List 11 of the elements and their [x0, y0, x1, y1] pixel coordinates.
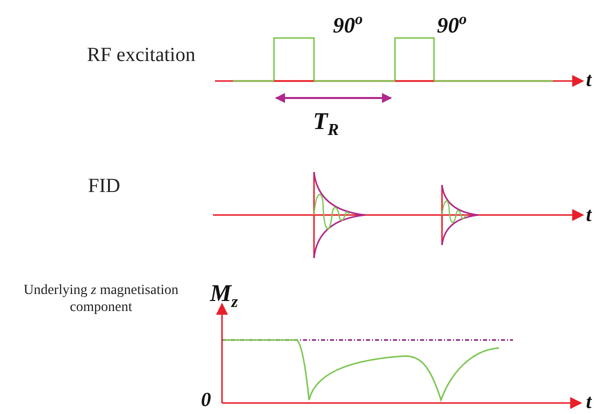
- axis-label: M$_{z}$: [210, 282, 238, 311]
- interval-label: T$_{R}$: [313, 110, 339, 139]
- axis-label: Underlying z magnetisation component: [22, 283, 180, 317]
- axis-label: t: [586, 205, 592, 225]
- pulse-label: 90$^{o}$: [437, 12, 467, 36]
- axis-label: FID: [88, 176, 120, 196]
- axis-label: t: [586, 70, 592, 90]
- pulse-label: 90$^{o}$: [333, 12, 363, 36]
- axis-label: RF excitation: [87, 45, 196, 65]
- axis-label: t: [586, 392, 592, 412]
- axis-label: 0: [201, 390, 211, 410]
